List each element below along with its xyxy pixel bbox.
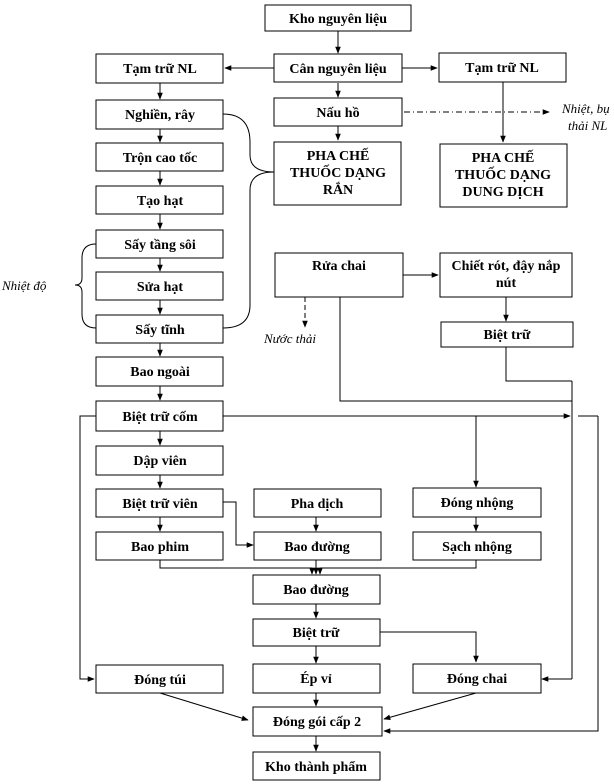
- node-label: Cân nguyên liệu: [289, 62, 386, 77]
- node-dong-tui: Đóng túi: [95, 664, 224, 694]
- node-label-line1: PHA CHẾ: [307, 147, 370, 164]
- node-label-line1: PHA CHẾ: [472, 149, 535, 166]
- node-label: Tạm trữ NL: [123, 62, 197, 77]
- node-label: Tạo hạt: [137, 194, 184, 209]
- node-ep-vi: Ép vỉ: [252, 663, 381, 694]
- connectors: [74, 31, 599, 752]
- node-label-line3: DUNG DỊCH: [462, 185, 543, 200]
- node-label: Nấu hồ: [316, 106, 359, 121]
- node-pha-che-dung-dich: PHA CHẾ THUỐC DẠNG DUNG DỊCH: [439, 143, 568, 208]
- node-say-tang-soi: Sấy tầng sôi: [95, 229, 224, 259]
- node-dong-goi-cap-2: Đóng gói cấp 2: [252, 706, 383, 737]
- node-label: Sấy tầng sôi: [124, 238, 196, 253]
- node-nau-ho: Nấu hồ: [273, 97, 403, 127]
- node-label-line1: Chiết rót, đậy nắp: [452, 259, 561, 274]
- note-nhiet-bui-line1: Nhiệt, bụ: [561, 101, 610, 116]
- node-bao-duong: Bao đường: [252, 574, 381, 605]
- node-biet-tru-top-right: Biệt trữ: [440, 321, 574, 348]
- node-nghien-ray: Nghiền, rây: [95, 99, 224, 130]
- node-label: Biệt trữ: [484, 328, 531, 343]
- arrow-biettruvien-to-baoduong: [223, 501, 254, 548]
- node-label-line2: THUỐC DẠNG: [455, 165, 551, 183]
- node-label-line3: RẮN: [323, 181, 353, 198]
- node-kho-nguyen-lieu: Kho nguyên liệu: [264, 4, 412, 32]
- node-label: Sạch nhộng: [442, 540, 512, 555]
- node-pha-che-ran: PHA CHẾ THUỐC DẠNG RẮN: [273, 141, 402, 206]
- node-label: Tạm trữ NL: [465, 61, 539, 76]
- note-nhiet-do: Nhiệt độ: [1, 278, 47, 293]
- node-biet-tru-vien: Biệt trữ viên: [95, 488, 224, 518]
- node-label-line2: THUỐC DẠNG: [290, 163, 386, 181]
- arrow-dongchai-to-donggoi: [383, 692, 477, 720]
- node-sua-hat: Sửa hạt: [95, 271, 224, 301]
- node-label: Kho thành phẩm: [265, 760, 367, 775]
- node-label: Biệt trữ viên: [122, 497, 197, 512]
- connector-ruachai-down: [339, 297, 572, 402]
- node-biet-tru-com: Biệt trữ cốm: [95, 400, 224, 432]
- node-say-tinh: Sấy tĩnh: [95, 314, 224, 344]
- node-label: Bao ngoài: [130, 365, 190, 380]
- node-label: Ép vỉ: [300, 670, 332, 687]
- arrow-biettru-to-dongchai: [380, 631, 479, 663]
- brace-nhiet-do: [74, 243, 97, 329]
- node-tam-tru-nl-left: Tạm trữ NL: [95, 53, 224, 84]
- arrow-sachnhong-to-baoduong: [317, 560, 477, 575]
- node-biet-tru-center: Biệt trữ: [252, 618, 381, 647]
- node-label: Pha dịch: [291, 497, 344, 512]
- node-sach-nhong: Sạch nhộng: [412, 531, 542, 561]
- brace-lower: [222, 171, 275, 329]
- node-label: Kho nguyên liệu: [289, 12, 387, 27]
- connector-biettru-right: [505, 347, 572, 382]
- node-label: Đóng túi: [134, 673, 186, 688]
- node-label: Đóng nhộng: [441, 496, 514, 511]
- node-bao-duong-mid: Bao đường: [253, 531, 382, 561]
- node-tron-cao-toc: Trộn cao tốc: [95, 142, 224, 172]
- arrow-baophim-to-baoduong: [159, 560, 315, 575]
- node-label: Sấy tĩnh: [135, 323, 185, 338]
- arrow-far-right-to-donggoi: [383, 416, 599, 734]
- node-label: Trộn cao tốc: [123, 151, 197, 166]
- node-pha-dich: Pha dịch: [253, 488, 382, 518]
- note-nuoc-thai: Nước thải: [263, 331, 316, 346]
- node-can-nguyen-lieu: Cân nguyên liệu: [273, 53, 403, 83]
- node-label: Biệt trữ cốm: [122, 410, 198, 425]
- node-label: Nghiền, rây: [125, 108, 195, 123]
- node-chiet-rot: Chiết rót, đậy nắp nút: [439, 252, 573, 298]
- node-label: Bao đường: [283, 583, 349, 598]
- node-label: Bao phim: [131, 540, 189, 555]
- node-label: Bao đường: [284, 540, 350, 555]
- node-label: Đóng chai: [447, 672, 507, 687]
- node-label: Đóng gói cấp 2: [273, 715, 361, 730]
- arrow-dongtui-to-donggoi: [159, 692, 249, 721]
- node-tao-hat: Tạo hạt: [95, 185, 224, 215]
- node-dong-chai: Đóng chai: [412, 663, 542, 694]
- node-bao-phim: Bao phim: [95, 531, 224, 561]
- node-kho-thanh-pham: Kho thành phẩm: [252, 751, 381, 781]
- node-label: Rửa chai: [312, 259, 366, 274]
- arrow-biettrucom-to-dongtui: [79, 415, 96, 682]
- brace-upper: [222, 113, 275, 173]
- node-rua-chai: Rửa chai: [274, 252, 404, 298]
- note-nhiet-bui-line2: thải NL: [568, 118, 607, 133]
- node-label: Sửa hạt: [137, 280, 183, 295]
- node-bao-ngoai: Bao ngoài: [95, 356, 224, 387]
- node-dap-vien: Dập viên: [95, 445, 224, 476]
- node-dong-nhong: Đóng nhộng: [412, 487, 542, 518]
- node-label: Biệt trữ: [293, 626, 340, 641]
- node-label: Dập viên: [133, 454, 187, 469]
- node-label-line2: nút: [496, 276, 517, 291]
- node-tam-tru-nl-right: Tạm trữ NL: [438, 52, 567, 83]
